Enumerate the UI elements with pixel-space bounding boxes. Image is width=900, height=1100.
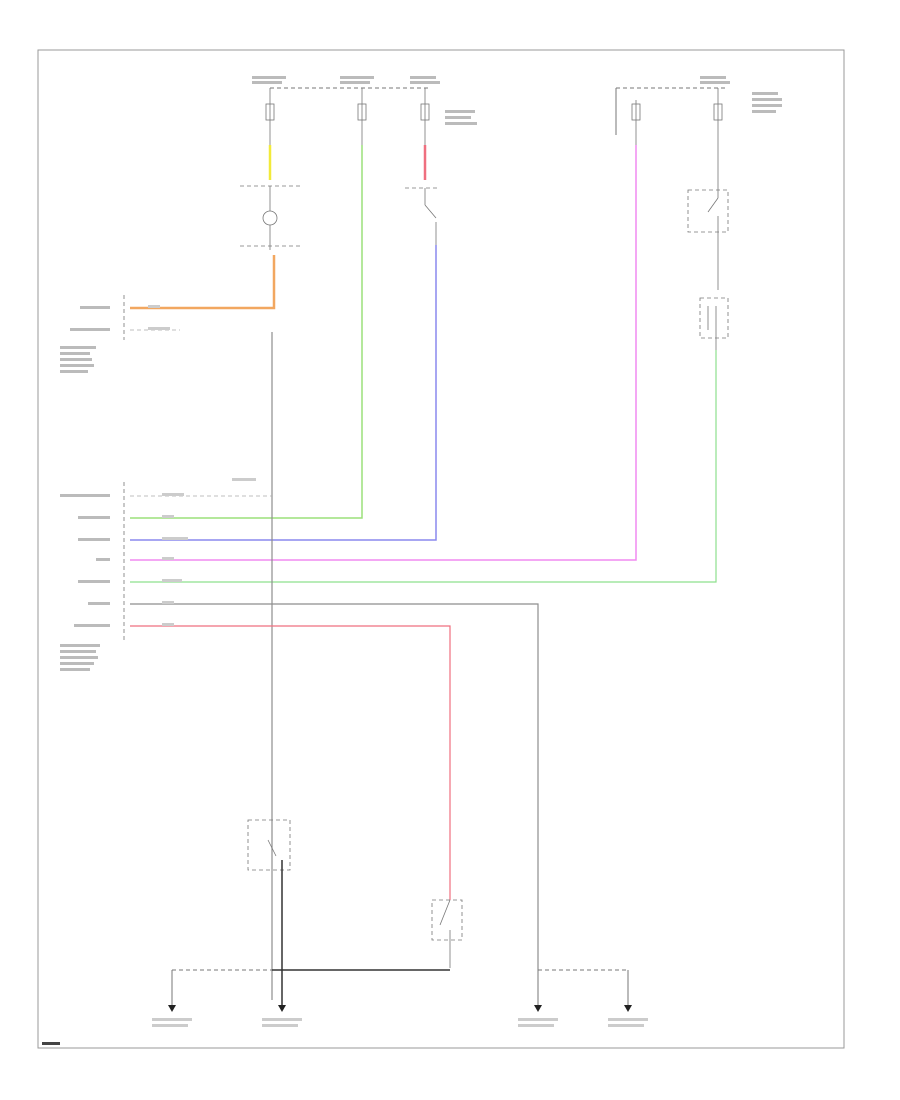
- wire-tag-labels: [148, 305, 256, 626]
- fuse-5: [713, 88, 723, 145]
- wire-pink: [130, 145, 637, 561]
- top-fuse-bus: [270, 87, 725, 135]
- ground-icon: [624, 1005, 632, 1012]
- key-switch: [405, 187, 440, 245]
- fuse-3: [420, 88, 430, 145]
- door-switch: [431, 899, 463, 968]
- ground-bus: [171, 860, 629, 1005]
- wire-blue: [130, 245, 437, 541]
- wire-orange: [130, 255, 276, 310]
- wire-green: [130, 145, 363, 519]
- buckle-switch: [247, 819, 291, 871]
- ground-icon: [534, 1005, 542, 1012]
- ground-labels: [152, 1018, 648, 1027]
- fuse-1: [265, 88, 275, 145]
- wire-light-green: [130, 350, 717, 583]
- diagram-frame: [37, 49, 845, 1049]
- fuse-2: [357, 88, 367, 145]
- wire-red-long: [130, 625, 451, 900]
- corner-mark: [42, 1042, 60, 1045]
- connector-labels: [60, 306, 110, 671]
- fuse-4: [631, 100, 641, 145]
- combination-switch: [687, 145, 729, 290]
- wire-gray-right: [130, 603, 539, 1005]
- fuse-labels: [252, 76, 782, 125]
- relay: [699, 297, 729, 350]
- combination-meter: [240, 185, 300, 250]
- ground-icon: [168, 1005, 176, 1012]
- ground-icon: [278, 1005, 286, 1012]
- ground-points: [168, 1005, 632, 1012]
